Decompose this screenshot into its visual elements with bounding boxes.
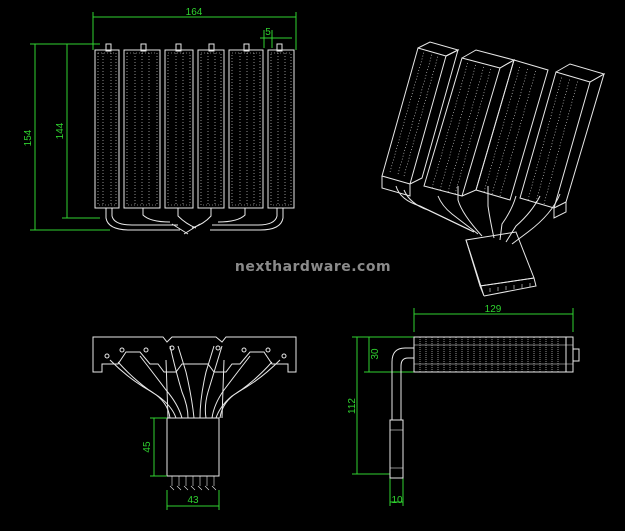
bottom-block-width-label: 43 <box>187 495 199 506</box>
front-heatpipes <box>105 208 284 235</box>
side-heatpipe <box>391 347 414 420</box>
watermark: nexthardware.com <box>235 259 391 275</box>
isometric-view <box>381 41 606 297</box>
bottom-view: 45 43 <box>92 336 297 510</box>
side-dimension-lines <box>352 308 574 506</box>
bottom-base-block <box>166 417 220 491</box>
front-fin-stacks <box>94 49 295 209</box>
side-base-width-label: 10 <box>391 495 403 506</box>
front-total-height-label: 154 <box>23 129 34 146</box>
bottom-outline <box>92 336 297 373</box>
front-fin-spacing-label: 5 <box>265 27 271 38</box>
bottom-dimension-lines <box>150 417 220 510</box>
side-fin-thickness-label: 30 <box>370 348 381 360</box>
front-width-label: 164 <box>186 7 203 18</box>
side-view: 129 30 112 10 <box>347 304 580 506</box>
side-base-block <box>389 419 404 479</box>
bottom-heatpipes <box>109 345 281 419</box>
front-fin-height-label: 144 <box>55 122 66 139</box>
side-fin-length-label: 129 <box>485 304 502 315</box>
side-fin-stack <box>413 336 580 373</box>
bottom-block-height-label: 45 <box>142 441 153 453</box>
iso-base-block <box>465 231 537 297</box>
iso-fin-stacks <box>381 41 606 219</box>
iso-heatpipes <box>395 185 561 245</box>
front-dimension-lines <box>30 12 297 231</box>
front-view: 164 5 154 144 <box>23 7 297 235</box>
front-pipe-tips <box>105 43 283 52</box>
side-total-height-label: 112 <box>347 398 358 414</box>
